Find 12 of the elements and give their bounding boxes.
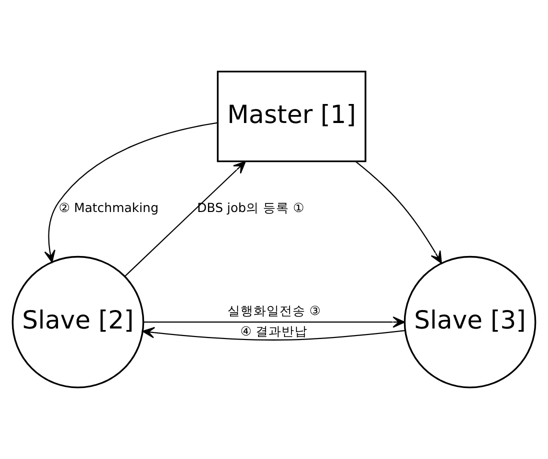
node-circle: Slave [3]: [404, 256, 536, 388]
edge-label: 실행화일전송 ③: [227, 303, 321, 318]
edge-label: ② Matchmaking: [58, 200, 159, 216]
edge-label: ④ 결과반납: [240, 324, 308, 339]
arrow: [124, 161, 246, 277]
edge-label: DBS job의 등록 ①: [197, 200, 304, 216]
arrow: [44, 122, 218, 263]
arrow: [142, 326, 405, 341]
arrow: [144, 316, 406, 328]
node-circle: Slave [2]: [12, 256, 144, 388]
node-box: Master [1]: [216, 70, 366, 162]
arrow: [355, 160, 442, 264]
